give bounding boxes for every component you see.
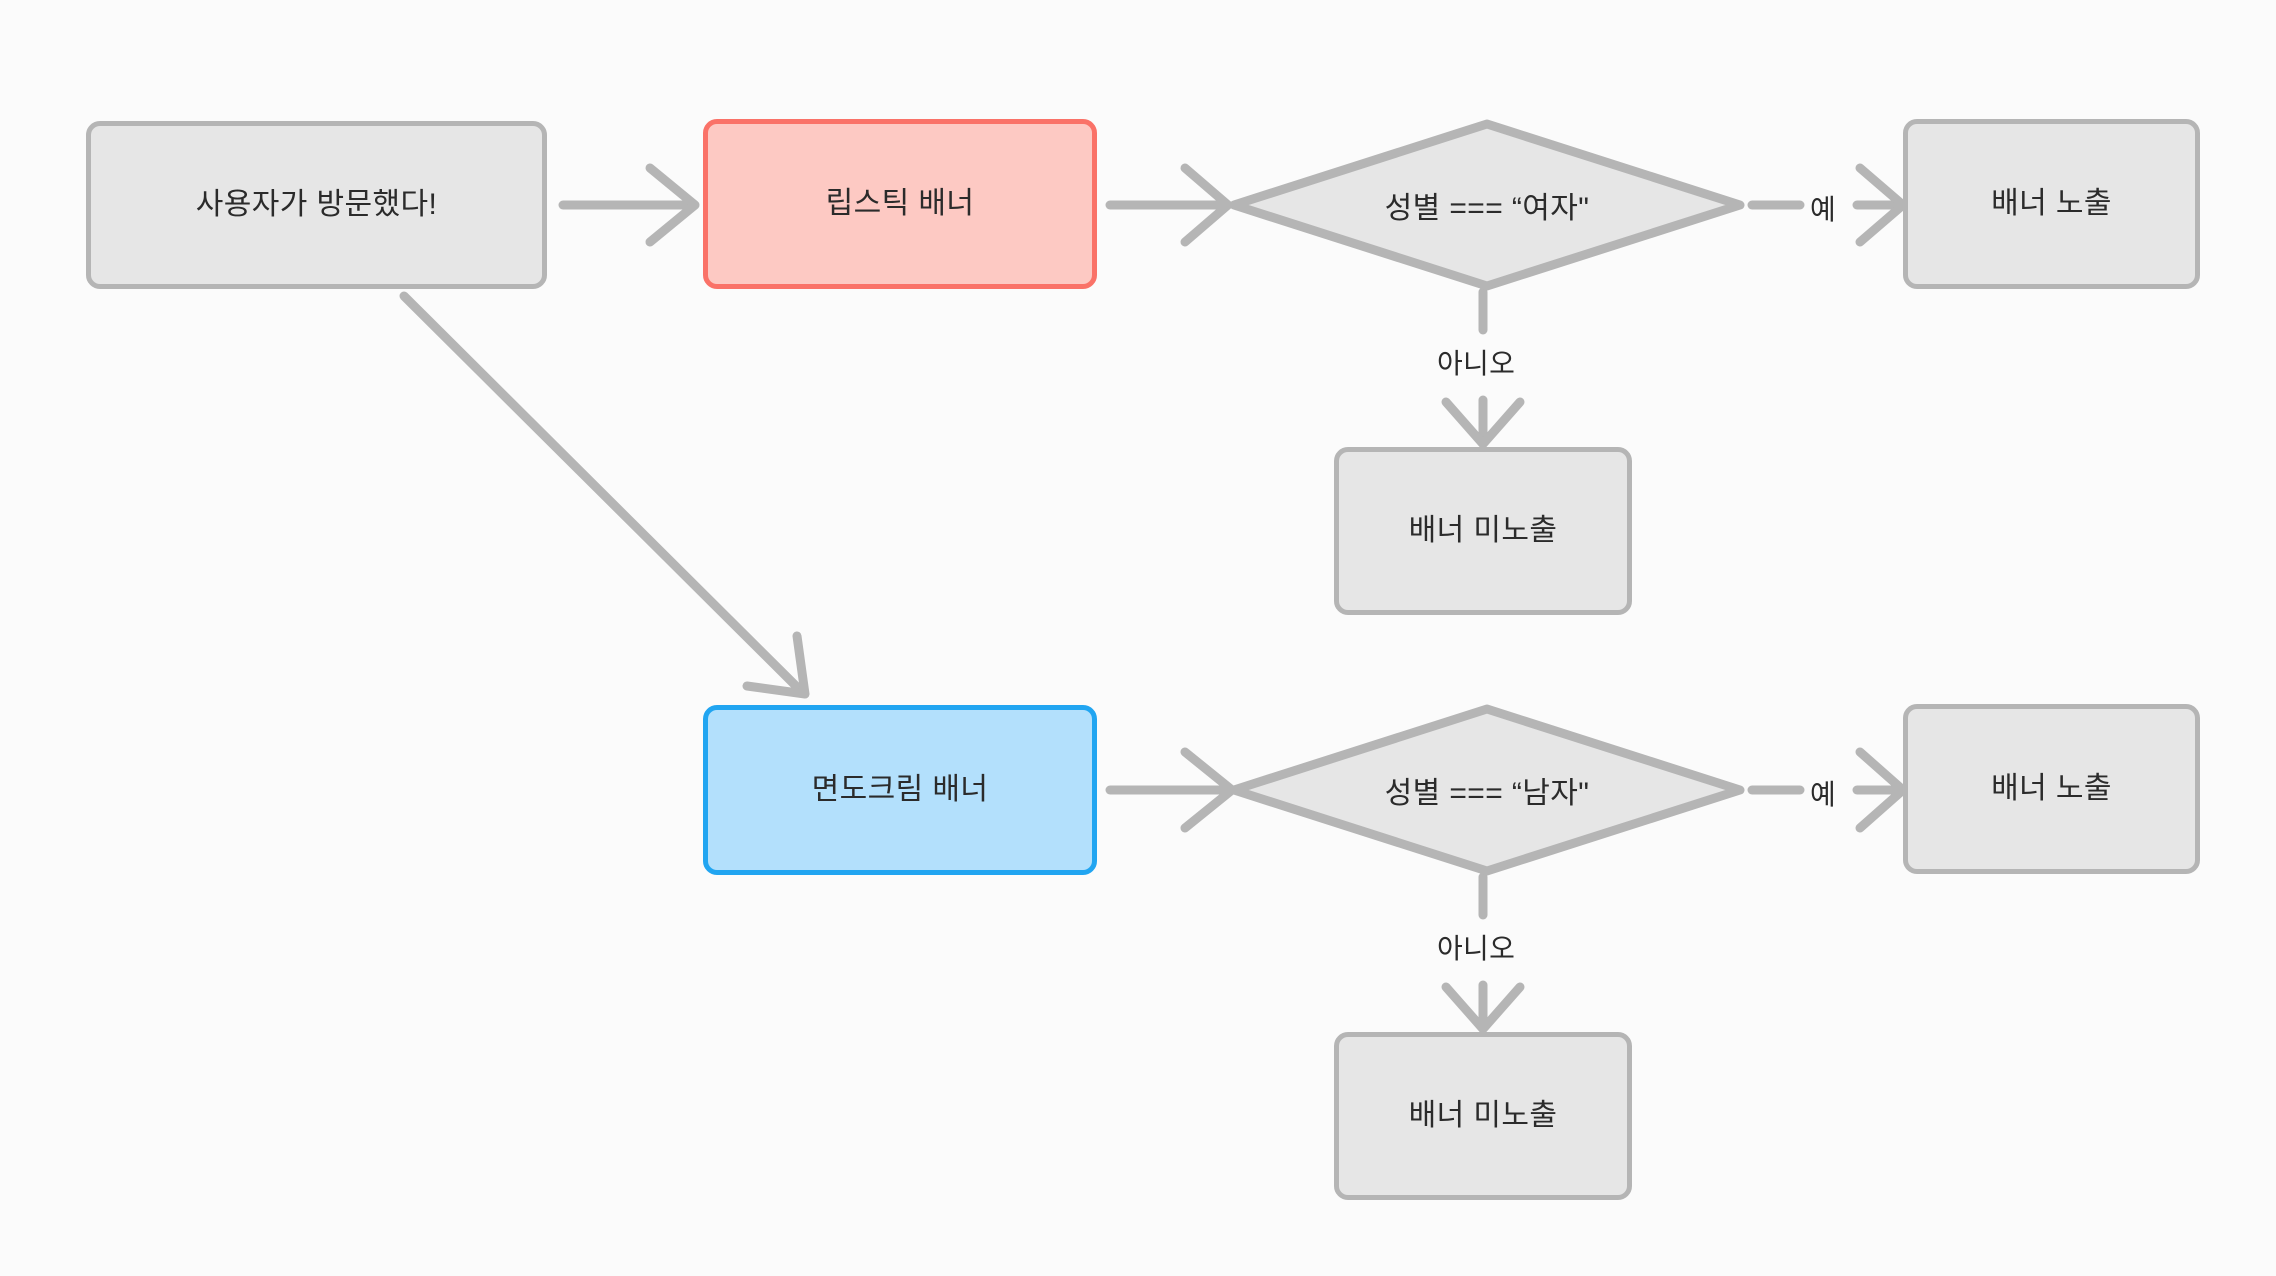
- edge-label-male-no: 아니오: [1437, 933, 1516, 964]
- node-hide-banner-female[interactable]: 배너 미노출: [1334, 447, 1632, 615]
- node-lipstick-banner[interactable]: 립스틱 배너: [703, 119, 1097, 289]
- node-lipstick-banner-label: 립스틱 배너: [825, 187, 975, 220]
- node-hide-banner-female-label: 배너 미노출: [1408, 514, 1558, 547]
- node-show-banner-female[interactable]: 배너 노출: [1903, 119, 2200, 289]
- node-show-banner-male-label: 배너 노출: [1991, 772, 2112, 805]
- node-shaving-cream-banner-label: 면도크림 배너: [811, 773, 989, 806]
- edge-shaving-to-decision-male: [1105, 747, 1237, 833]
- node-hide-banner-male-label: 배너 미노출: [1408, 1099, 1558, 1132]
- node-decision-female-label: 성별 === “여자": [1384, 192, 1590, 225]
- edge-start-to-lipstick: [558, 163, 700, 247]
- edge-start-to-shaving: [399, 291, 810, 699]
- edge-label-male-yes: 예: [1810, 779, 1837, 810]
- node-start[interactable]: 사용자가 방문했다!: [86, 121, 547, 289]
- node-start-label: 사용자가 방문했다!: [195, 188, 438, 221]
- decision-female-shape: [1229, 119, 1745, 291]
- node-show-banner-male[interactable]: 배너 노출: [1903, 704, 2200, 874]
- edge-lipstick-to-decision-female: [1105, 163, 1233, 247]
- decision-male-shape: [1229, 704, 1745, 876]
- node-decision-male[interactable]: 성별 === “남자": [1222, 702, 1752, 878]
- node-decision-female[interactable]: 성별 === “여자": [1222, 117, 1752, 293]
- node-decision-male-label: 성별 === “남자": [1384, 777, 1590, 810]
- node-shaving-cream-banner[interactable]: 면도크림 배너: [703, 705, 1097, 875]
- node-hide-banner-male[interactable]: 배너 미노출: [1334, 1032, 1632, 1200]
- edge-label-female-no: 아니오: [1437, 348, 1516, 379]
- edge-label-female-yes: 예: [1810, 194, 1837, 225]
- node-show-banner-female-label: 배너 노출: [1991, 187, 2112, 220]
